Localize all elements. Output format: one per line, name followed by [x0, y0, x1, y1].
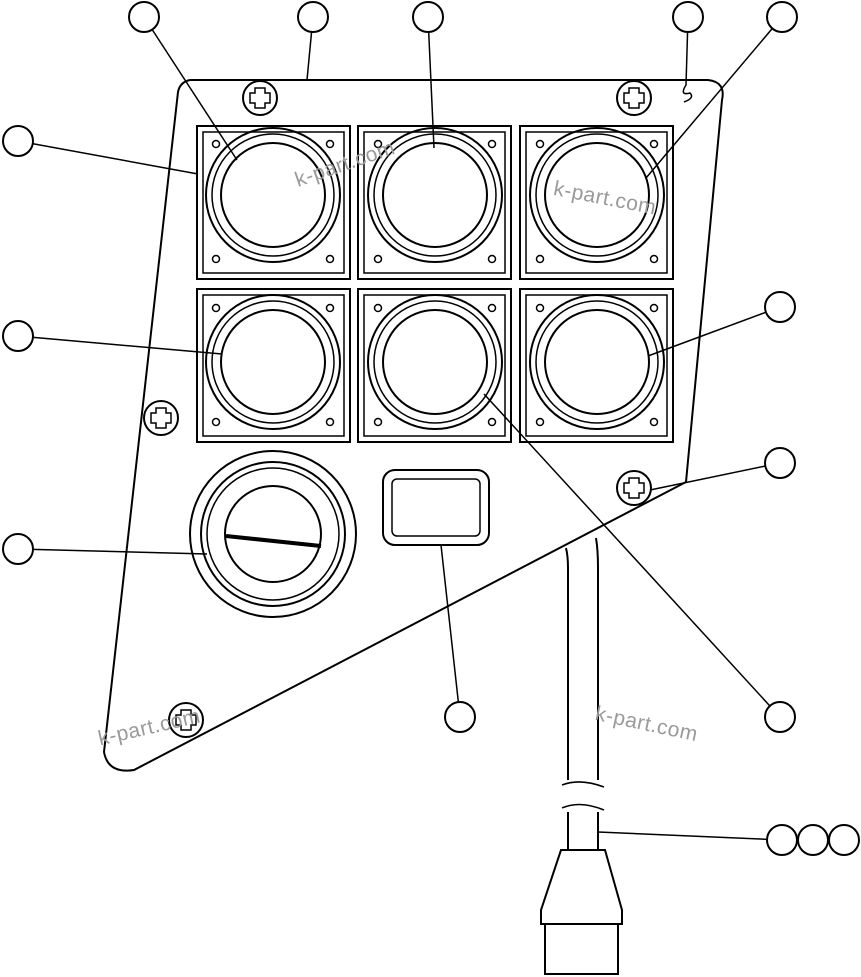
- screw-top-right: [616, 80, 652, 116]
- gauge-module-4: [196, 288, 351, 443]
- callout-balloon: [128, 1, 160, 33]
- callout-balloon: [412, 1, 444, 33]
- callout-balloon: [2, 533, 34, 565]
- gauge-module-2: [357, 125, 512, 280]
- callout-balloon: [764, 291, 796, 323]
- callout-balloon: [2, 320, 34, 352]
- screw-bottom-left: [168, 702, 204, 738]
- callout-balloon: [297, 1, 329, 33]
- callout-balloons: [2, 1, 860, 856]
- cable-harness: [540, 537, 623, 975]
- callout-balloon: [672, 1, 704, 33]
- gauge-module-5: [357, 288, 512, 443]
- callout-balloon: [764, 701, 796, 733]
- callout-balloon: [797, 824, 829, 856]
- callout-balloon: [828, 824, 860, 856]
- screw-top-left: [242, 80, 278, 116]
- screw-middle-right: [616, 470, 652, 506]
- leader-lines: [17, 16, 783, 841]
- key-switch: [189, 450, 357, 618]
- callout-balloon: [766, 824, 798, 856]
- callout-balloon: [2, 125, 34, 157]
- callout-balloon: [766, 1, 798, 33]
- callout-balloon: [444, 701, 476, 733]
- callout-balloon: [764, 447, 796, 479]
- gauge-module-3: [519, 125, 674, 280]
- gauge-module-6: [519, 288, 674, 443]
- rocker-switch: [382, 469, 490, 546]
- screw-middle-left: [143, 400, 179, 436]
- gauge-module-1: [196, 125, 351, 280]
- panel-plate: [102, 79, 724, 772]
